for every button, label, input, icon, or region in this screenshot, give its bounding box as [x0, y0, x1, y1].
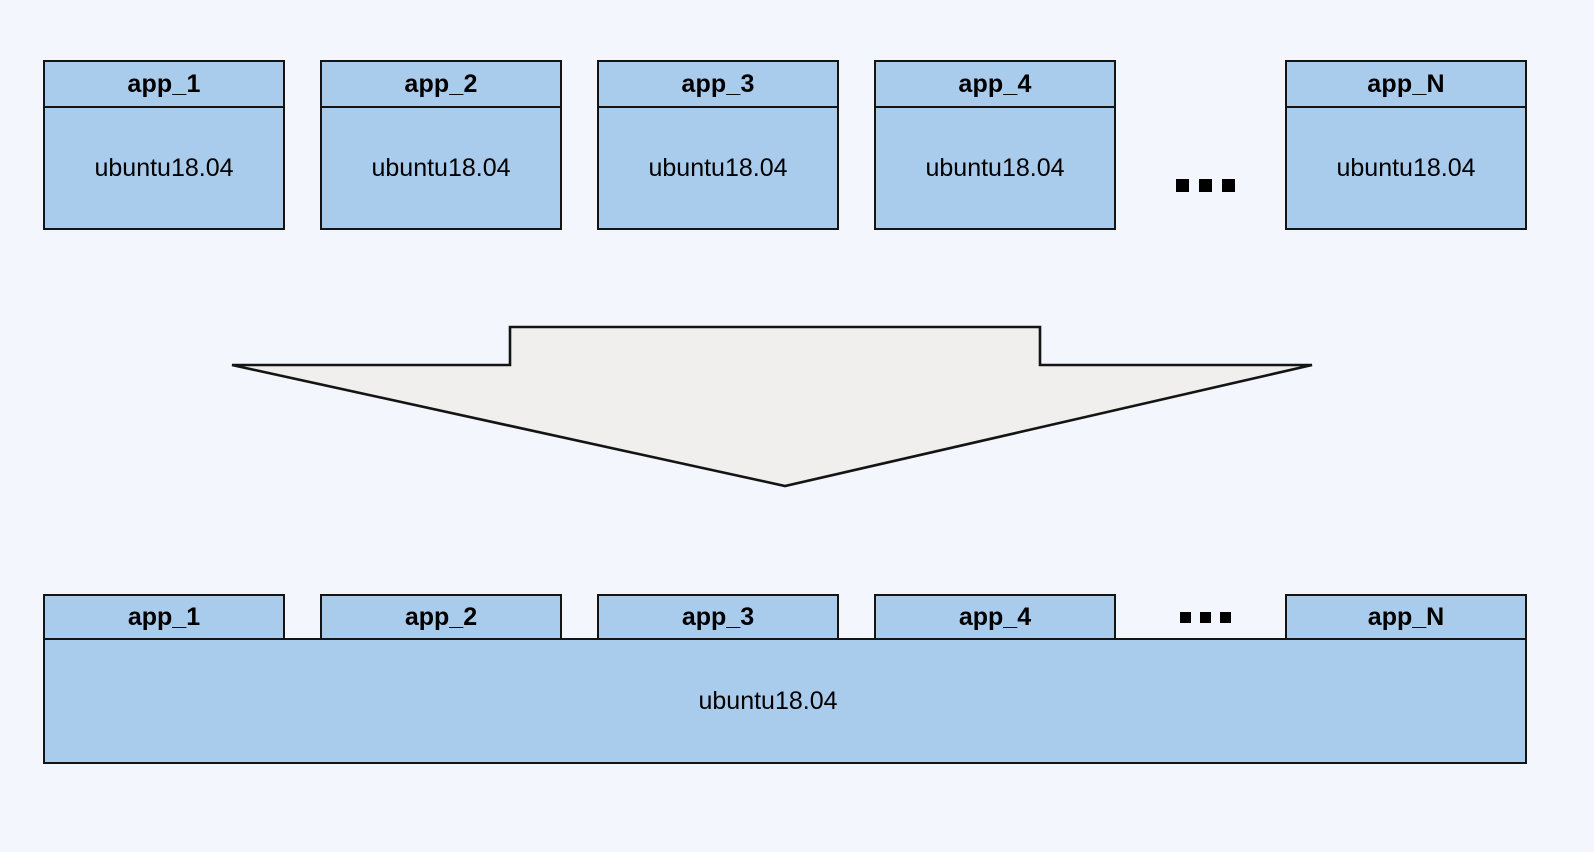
vm-header-label: app_1: [45, 62, 283, 108]
vm-os-label: ubuntu18.04: [371, 153, 511, 182]
ellipsis-dot: [1199, 611, 1211, 623]
shared-os-label: ubuntu18.04: [698, 686, 838, 715]
ellipsis-icon-top: [1130, 172, 1280, 198]
ellipsis-dot: [1221, 178, 1235, 192]
app-tab-label: app_3: [681, 602, 755, 631]
vm-box-app-3: app_3 ubuntu18.04: [597, 60, 839, 230]
vm-header-label: app_3: [599, 62, 837, 108]
down-arrow: [225, 315, 1325, 495]
vm-header-label: app_4: [876, 62, 1114, 108]
ellipsis-dot: [1175, 178, 1189, 192]
vm-box-app-4: app_4 ubuntu18.04: [874, 60, 1116, 230]
vm-header-label: app_2: [322, 62, 560, 108]
ellipsis-dot: [1219, 611, 1231, 623]
app-tab-app-2: app_2: [320, 594, 562, 640]
shared-os-base: ubuntu18.04: [43, 638, 1527, 764]
app-tab-app-4: app_4: [874, 594, 1116, 640]
app-tab-label: app_1: [127, 602, 201, 631]
vm-header-label: app_N: [1287, 62, 1525, 108]
vm-box-app-2: app_2 ubuntu18.04: [320, 60, 562, 230]
vm-os-label: ubuntu18.04: [1336, 153, 1476, 182]
vm-box-app-1: app_1 ubuntu18.04: [43, 60, 285, 230]
app-tab-label: app_2: [404, 602, 478, 631]
vm-os-label: ubuntu18.04: [94, 153, 234, 182]
app-tab-app-n: app_N: [1285, 594, 1527, 640]
app-tab-app-3: app_3: [597, 594, 839, 640]
ellipsis-dot: [1198, 178, 1212, 192]
vm-box-app-n: app_N ubuntu18.04: [1285, 60, 1527, 230]
ellipsis-dot: [1179, 611, 1191, 623]
vm-os-label: ubuntu18.04: [648, 153, 788, 182]
ellipsis-icon-bottom: [1130, 605, 1280, 629]
down-arrow-icon: [231, 325, 1313, 488]
app-tab-label: app_4: [958, 602, 1032, 631]
app-tab-label: app_N: [1367, 602, 1445, 631]
vm-os-label: ubuntu18.04: [925, 153, 1065, 182]
app-tab-app-1: app_1: [43, 594, 285, 640]
